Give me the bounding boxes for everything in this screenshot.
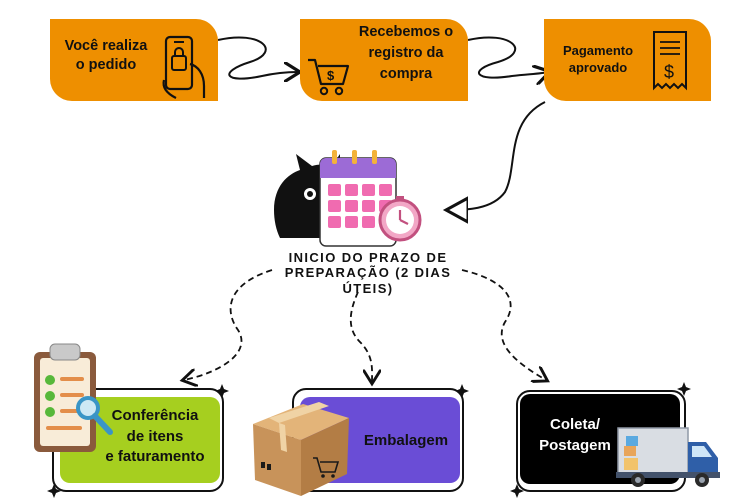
branch-middle xyxy=(349,291,372,382)
cardboard-box-icon xyxy=(253,402,349,496)
step-packing-label: Embalagem xyxy=(363,432,449,449)
sparkles xyxy=(47,382,691,498)
delivery-truck-icon xyxy=(616,427,720,487)
receipt-icon: $ xyxy=(653,31,687,91)
clipboard-checklist-icon xyxy=(34,343,113,452)
step-check-label: Conferência de itens e faturamento xyxy=(105,407,205,466)
cart-dollar-icon: $ xyxy=(308,58,350,96)
svg-text:$: $ xyxy=(327,68,335,83)
step-shipping-label: Coleta/ Postagem xyxy=(539,416,611,455)
branch-right xyxy=(461,269,546,380)
step-order-label: Você realiza o pedido xyxy=(64,38,148,73)
phone-shopping-icon xyxy=(162,35,206,99)
connector-1-2 xyxy=(217,36,298,78)
preparation-period-label: INICIO DO PRAZO DE PREPARAÇÃO (2 DIAS ÚT… xyxy=(284,250,452,296)
svg-text:$: $ xyxy=(664,62,674,82)
step-registration-card xyxy=(300,19,468,101)
connector-2-3 xyxy=(467,36,548,77)
calendar-clock-icon xyxy=(274,150,422,247)
branch-left xyxy=(184,269,273,380)
connector-3-center xyxy=(448,101,546,210)
step-payment-label: Pagamento aprovado xyxy=(562,43,634,75)
step-registration-label: Recebemos o registro da compra xyxy=(358,24,454,83)
